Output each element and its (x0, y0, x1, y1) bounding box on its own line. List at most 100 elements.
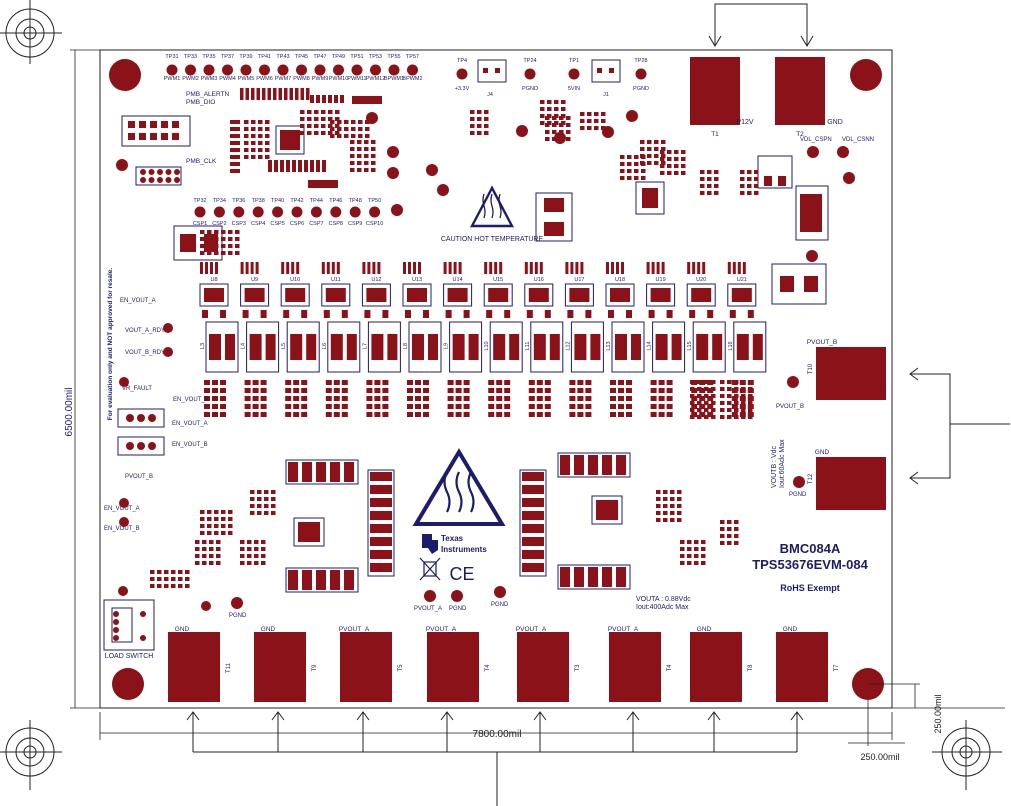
smd-part (207, 524, 212, 528)
smd-cap (364, 310, 371, 318)
output-cap (204, 380, 210, 385)
smd-part (244, 155, 249, 159)
feed-arrow (790, 711, 804, 721)
smd-part (627, 176, 632, 180)
output-cap (260, 396, 267, 401)
smd-part (663, 511, 668, 515)
mount-hole-bl (112, 668, 144, 700)
smd-part (328, 124, 333, 128)
header-pin (139, 133, 146, 140)
csp-testpoint-row: TP32CSP1TP34CSP2TP36CSP3TP38CSP4TP40CSP5… (193, 198, 384, 227)
caution-label: CAUTION HOT TEMPERATURE (441, 236, 544, 243)
smd-part (661, 140, 666, 144)
smd-resistor (262, 88, 266, 100)
net-label: EN_VOUT_A (172, 421, 208, 427)
smd-part (734, 527, 739, 531)
smd-part (641, 176, 646, 180)
smd-part (470, 124, 475, 128)
smd-part (261, 540, 266, 544)
output-cap (747, 412, 754, 417)
smd-part (150, 577, 155, 581)
smd-part (264, 497, 269, 501)
smd-resistor (484, 262, 488, 274)
smd-part (677, 497, 682, 501)
smd-part (371, 147, 376, 151)
tp-ref-label: TP50 (368, 198, 381, 204)
smd-resistor (661, 262, 665, 274)
top-testpoint-row: TP31PWM1TP33PWM2TP35PWM3TP37PWM4TP39PWM5… (164, 54, 423, 82)
resistor-block (370, 550, 392, 559)
smd-part (748, 387, 753, 391)
inductor-pad (330, 334, 343, 360)
smd-part (357, 140, 362, 144)
smd-part (209, 554, 214, 558)
output-cap (382, 412, 389, 417)
output-cap (496, 412, 503, 417)
output-cap (463, 388, 470, 393)
smd-resistor (656, 262, 660, 274)
output-cap (212, 380, 218, 385)
smd-part (545, 137, 550, 141)
inductor-outline (530, 321, 564, 373)
smd-part (674, 171, 679, 175)
output-cap (293, 412, 300, 417)
output-cap (650, 380, 657, 385)
smd-resistor (322, 160, 326, 172)
mount-hole-tr (850, 59, 882, 91)
output-cap (610, 404, 616, 409)
smd-part (552, 116, 557, 120)
testpoint-pad (252, 206, 264, 218)
tp-net-label: CSP9 (348, 221, 362, 227)
input-feed-lines (708, 3, 814, 47)
inductor-outline (367, 321, 401, 373)
ic-outline (321, 283, 351, 307)
smd-resistor (458, 262, 462, 274)
hot-temperature-triangle-small: CAUTION HOT TEMPERATURE (441, 185, 544, 243)
smd-part (247, 547, 252, 551)
dim-offset-x-label: 250.00mil (860, 752, 899, 762)
smd-part (754, 184, 759, 188)
smd-resistor (286, 160, 290, 172)
smd-resistor (448, 262, 452, 274)
smd-part (680, 554, 685, 558)
brand-line2: Instruments (441, 545, 487, 554)
right-feed-lines (909, 367, 1010, 485)
output-cap (285, 396, 292, 401)
inductor-ref-label: L8 (403, 343, 409, 349)
output-cap (374, 380, 381, 385)
smd-part (251, 141, 256, 145)
smd-part (171, 577, 176, 581)
output-cap (610, 412, 616, 417)
terminal-pad (168, 632, 220, 702)
smd-resistor (702, 262, 706, 274)
smd-cap (382, 310, 389, 318)
testpoint-pad (310, 206, 322, 218)
smd-part (647, 140, 652, 144)
smd-resistor (310, 160, 314, 172)
smd-part (707, 177, 712, 181)
output-cap (301, 404, 308, 409)
smd-resistor (267, 88, 271, 100)
smd-part (661, 161, 666, 165)
resistor-block (588, 567, 598, 587)
power-stage-ic (488, 288, 509, 302)
smd-part (656, 497, 661, 501)
output-cap (488, 380, 495, 385)
ic-ref-label: U14 (453, 277, 463, 283)
smd-part (209, 561, 214, 565)
smd-part (670, 511, 675, 515)
output-cap (618, 404, 624, 409)
smd-part (580, 112, 585, 116)
smd-part (727, 394, 732, 398)
inductor-outline (489, 321, 523, 373)
resistor-block (522, 537, 544, 546)
smd-part (200, 517, 205, 521)
smd-part (656, 504, 661, 508)
smd-resistor (322, 95, 326, 103)
testpoint-pad (222, 64, 233, 76)
smd-part (344, 127, 349, 131)
smd-part (741, 380, 746, 384)
testpoint-pad (369, 206, 381, 218)
output-cap (447, 412, 454, 417)
